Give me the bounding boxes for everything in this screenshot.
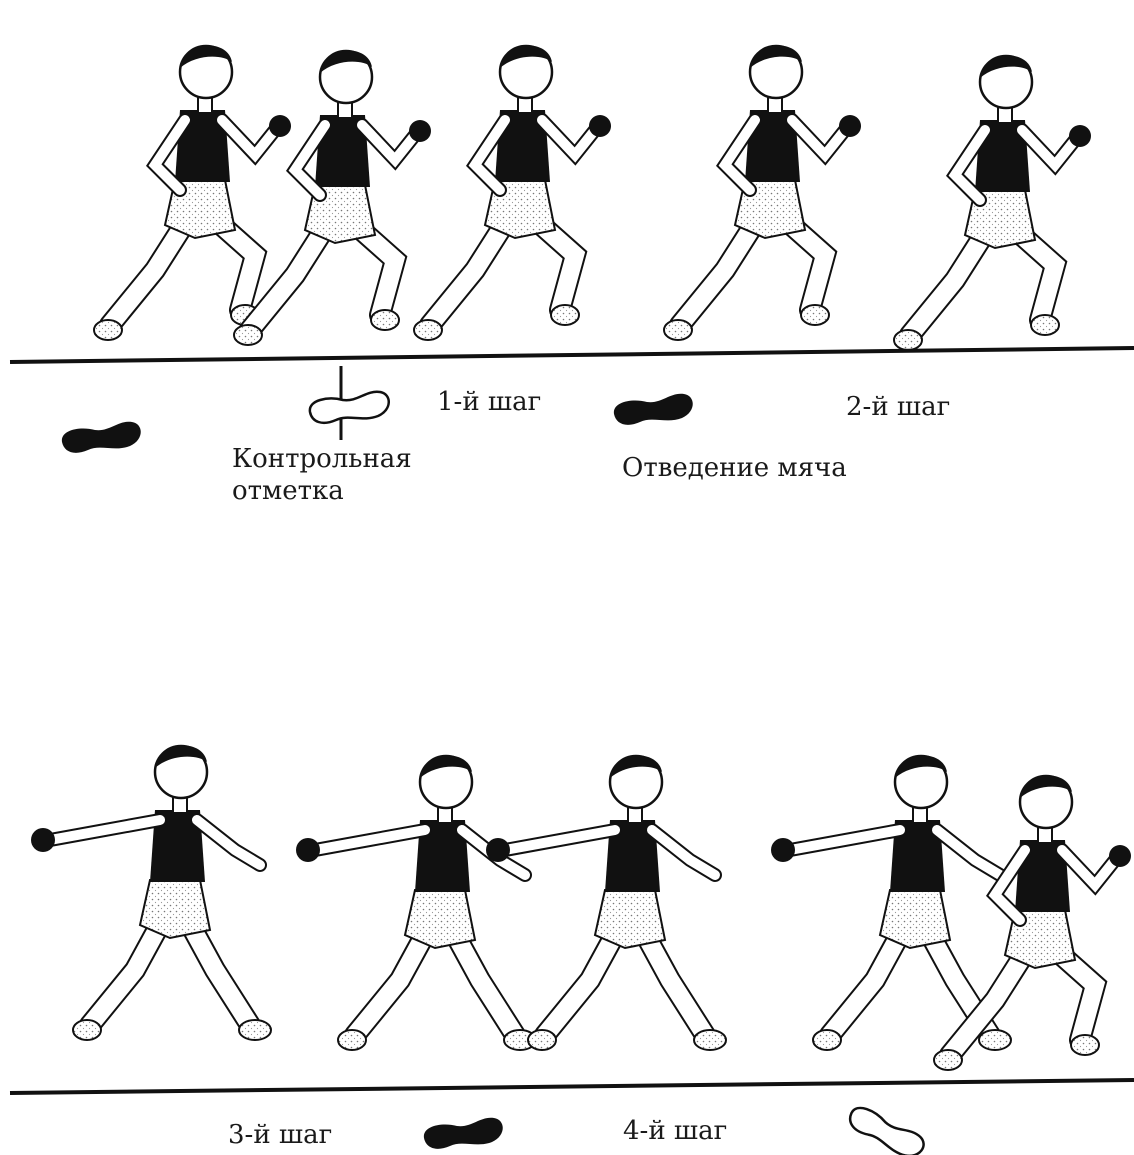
athlete-figure-7 xyxy=(296,755,536,1050)
athlete-figure-8 xyxy=(486,755,726,1050)
label-step-1: 1-й шаг xyxy=(437,388,541,417)
athlete-figure-9 xyxy=(771,755,1011,1050)
athlete-figure-3 xyxy=(414,45,611,340)
athlete-figure-4 xyxy=(664,45,861,340)
athlete-figure-2 xyxy=(234,50,431,345)
bottom-row-figures xyxy=(31,745,1131,1070)
ground-line-bottom xyxy=(10,1080,1134,1093)
top-row-figures xyxy=(94,45,1091,350)
footprint-dark-3 xyxy=(424,1118,503,1149)
label-step-2: 2-й шаг xyxy=(846,393,950,422)
athlete-figure-5 xyxy=(894,55,1091,350)
footprint-dark-1 xyxy=(62,422,141,453)
label-step-3: 3-й шаг xyxy=(228,1121,332,1150)
athlete-figure-10 xyxy=(934,775,1131,1070)
athlete-figure-1 xyxy=(94,45,291,340)
ground-line-top xyxy=(10,348,1134,362)
label-step-4: 4-й шаг xyxy=(623,1117,727,1146)
label-control-mark-1: Контрольная xyxy=(232,445,412,474)
footprint-outline-2 xyxy=(845,1096,927,1155)
label-ball-withdrawal: Отведение мяча xyxy=(622,454,847,483)
athlete-figure-6 xyxy=(31,745,271,1040)
label-control-mark-2: отметка xyxy=(232,477,344,506)
footprint-dark-2 xyxy=(614,394,693,425)
footprint-outline-1 xyxy=(310,392,389,423)
